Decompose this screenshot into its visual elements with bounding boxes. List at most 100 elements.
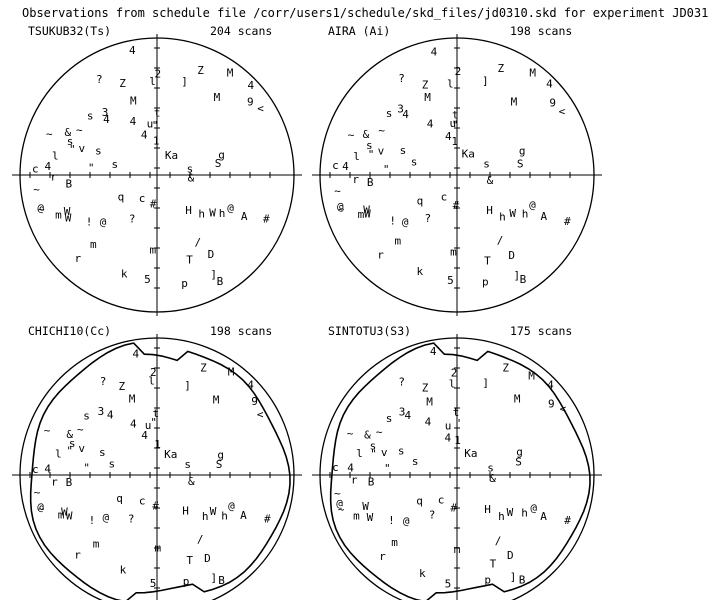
- scan-mark: v: [79, 142, 86, 155]
- scan-mark: q: [416, 494, 423, 507]
- scan-mark: 4: [405, 409, 412, 422]
- station-name: TSUKUB32(Ts): [28, 24, 112, 38]
- scan-mark: 4: [103, 113, 110, 126]
- scan-mark: #: [564, 215, 571, 228]
- scan-mark: 4: [129, 44, 136, 57]
- scan-mark: ]: [510, 571, 517, 584]
- scan-mark: A: [540, 510, 547, 523]
- scan-mark: p: [183, 575, 190, 588]
- scan-mark: m: [450, 245, 457, 258]
- scan-mark: D: [508, 249, 515, 262]
- scan-mark: 4: [402, 108, 409, 121]
- scan-mark: c: [139, 192, 146, 205]
- scan-mark: T: [484, 255, 491, 268]
- scan-mark: k: [120, 564, 127, 577]
- scan-mark: 9: [549, 97, 556, 110]
- scan-count: 198 scans: [210, 324, 273, 338]
- scan-mark: l: [52, 150, 59, 163]
- scan-mark: s: [386, 412, 393, 425]
- scan-mark: v: [78, 442, 85, 455]
- scan-mark: W: [61, 506, 68, 519]
- scan-mark: T: [186, 254, 193, 267]
- scan-mark: m: [55, 209, 62, 222]
- scan-mark: ": [83, 461, 90, 474]
- scan-mark: s: [95, 145, 102, 158]
- scan-mark: #: [150, 198, 157, 211]
- scan-mark: c: [438, 494, 445, 507]
- scan-mark: A: [241, 210, 248, 223]
- scan-mark: h: [498, 510, 505, 523]
- scan-mark: q: [116, 492, 123, 505]
- scan-mark: <: [257, 102, 264, 115]
- scan-mark: &: [66, 428, 73, 441]
- scan-mark: 4: [130, 115, 137, 128]
- scan-mark: &: [188, 172, 195, 185]
- scan-mark: &: [364, 429, 371, 442]
- scan-mark: M: [130, 95, 137, 108]
- scan-mark: u: [145, 419, 152, 432]
- scan-mark: k: [417, 265, 424, 278]
- scan-mark: ]: [211, 571, 218, 584]
- chart-title: Observations from schedule file /corr/us…: [22, 6, 708, 20]
- scan-mark: s: [112, 158, 119, 171]
- scan-mark: u: [445, 420, 452, 433]
- scan-mark: l: [356, 447, 363, 460]
- scan-mark: &: [363, 128, 370, 141]
- scan-mark: 1: [153, 134, 160, 147]
- scan-mark: M: [424, 91, 431, 104]
- scan-mark: ": [150, 416, 157, 429]
- scan-mark: p: [181, 277, 188, 290]
- scan-mark: W: [210, 505, 217, 518]
- scan-mark: g: [519, 145, 526, 158]
- scan-mark: B: [66, 177, 73, 190]
- scan-mark: /: [197, 533, 204, 546]
- scan-mark: !: [389, 215, 396, 228]
- scan-mark: r: [377, 249, 384, 262]
- scan-mark: M: [227, 67, 234, 80]
- scan-mark: ]: [482, 377, 489, 390]
- scan-mark: 4: [342, 160, 349, 173]
- scan-mark: H: [486, 204, 493, 217]
- scan-mark: r: [51, 475, 58, 488]
- scan-mark: ~: [348, 128, 355, 141]
- scan-mark: !: [86, 215, 93, 228]
- scan-mark: g: [218, 148, 225, 161]
- scan-mark: ]: [482, 74, 489, 87]
- scan-mark: s: [366, 139, 373, 152]
- scan-mark: m: [58, 508, 65, 521]
- scan-mark: W: [209, 207, 216, 220]
- scan-mark: @: [227, 201, 234, 214]
- scan-mark: s: [487, 462, 494, 475]
- scan-mark: @: [103, 511, 110, 524]
- scan-mark: c: [32, 463, 39, 476]
- scan-mark: s: [400, 144, 407, 157]
- scan-mark: <: [560, 403, 567, 416]
- scan-mark: 2: [150, 366, 157, 379]
- scan-mark: ": [88, 161, 95, 174]
- scan-mark: s: [483, 158, 490, 171]
- scan-mark: l: [353, 150, 360, 163]
- scan-mark: ~: [338, 203, 345, 216]
- scan-mark: @: [337, 200, 344, 213]
- scan-mark: v: [378, 144, 385, 157]
- scan-mark: ": [452, 118, 459, 131]
- scan-mark: 1: [451, 135, 458, 148]
- scan-mark: 4: [546, 77, 553, 90]
- scan-mark: ?: [398, 376, 405, 389]
- scan-mark: q: [417, 194, 424, 207]
- scan-mark: M: [426, 395, 433, 408]
- scan-mark: m: [90, 238, 97, 251]
- scan-mark: s: [99, 446, 106, 459]
- scan-mark: ?: [128, 512, 135, 525]
- scan-mark: #: [264, 513, 271, 526]
- scan-mark: 4: [107, 408, 114, 421]
- scan-mark: M: [529, 67, 536, 80]
- scan-mark: @: [100, 216, 107, 229]
- scan-mark: B: [218, 574, 225, 587]
- scan-mark: r: [351, 474, 358, 487]
- scan-mark: Ka: [462, 148, 475, 161]
- scan-mark: 2: [451, 367, 458, 380]
